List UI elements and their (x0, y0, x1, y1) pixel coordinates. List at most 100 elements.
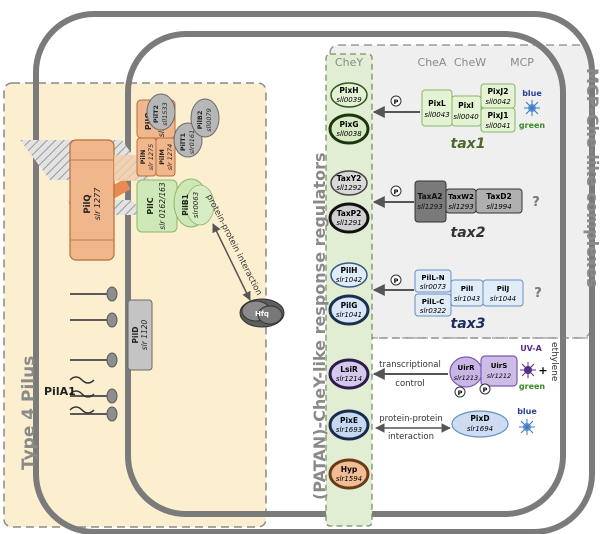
tax1-phospho (390, 95, 402, 107)
tax1-phospho-label: P (394, 98, 399, 106)
tax3-question: ? (534, 286, 542, 301)
chey-pilh: PilH slr1042 (330, 262, 368, 288)
tax3-pilj: PilJ slr1044 (482, 279, 524, 307)
svg-text:sll0041: sll0041 (485, 122, 510, 130)
tax1-pixl: PixL sll0043 (421, 89, 453, 127)
pilb1-id: slr0063 (192, 192, 200, 218)
uir-uva: UV-A (520, 344, 542, 353)
svg-text:PixJ1: PixJ1 (488, 111, 509, 120)
svg-text:PixI: PixI (458, 101, 474, 110)
chey-pixg: PixG sll0038 (328, 113, 370, 145)
pilm-name: PilM (158, 149, 166, 165)
chey-pixe: PixE slr1693 (328, 409, 370, 441)
svg-text:PixL: PixL (428, 99, 446, 108)
pilt2: PilT2 sll1533 (146, 93, 176, 131)
uir-ethylene: ethylene (549, 342, 559, 382)
outer-membrane (33, 11, 595, 534)
tax1-pixj2: PixJ2 sll0042 (480, 83, 516, 109)
svg-text:PilG: PilG (341, 301, 358, 310)
svg-text:slr0322: slr0322 (420, 307, 447, 315)
hfq: Hfq (239, 298, 285, 328)
tax2-taxd2: TaxD2 sll1994 (475, 188, 523, 214)
tax1-name: tax1 (451, 136, 486, 152)
header-chew: CheW (454, 56, 486, 69)
piln-id: slr 1275 (147, 144, 155, 170)
svg-text:slr1694: slr1694 (467, 425, 493, 433)
svg-text:slr1594: slr1594 (336, 475, 362, 483)
svg-text:slr1693: slr1693 (336, 426, 362, 434)
chey-taxy2: TaxY2 sll1292 (330, 170, 368, 196)
tax1-green: green (519, 121, 546, 130)
patan-label: (PATAN)-CheY-like response regulators (310, 152, 329, 500)
tax2-name: tax2 (451, 225, 486, 241)
svg-text:slr1042: slr1042 (336, 276, 363, 284)
pilc-id: slr 0162/163 (158, 182, 167, 230)
pixd: PixD slr1694 (451, 410, 509, 438)
svg-text:PilJ: PilJ (497, 285, 510, 293)
pilb1-name: PilB1 (181, 194, 190, 216)
chey-taxp2: TaxP2 sll1291 (328, 202, 370, 234)
svg-text:slr1044: slr1044 (490, 295, 516, 303)
pilq-id: slr 1277 (93, 187, 102, 220)
tax2-taxw2: TaxW2 sll1293 (445, 188, 477, 214)
pilt2-name: PilT2 (152, 105, 160, 123)
tax3-piln: PilL-N slr0073 (414, 269, 452, 293)
header-chey: CheY (335, 56, 363, 69)
svg-text:TaxD2: TaxD2 (486, 192, 512, 201)
svg-text:slr1212: slr1212 (487, 372, 511, 380)
pilb2-name: PilB2 (196, 111, 204, 130)
tax2-question: ? (532, 195, 540, 210)
svg-text:Hyp: Hyp (341, 465, 358, 474)
tax1-pixi: PixI sll0040 (451, 95, 482, 127)
tax2-phospho (390, 185, 402, 197)
svg-text:PilH: PilH (341, 266, 358, 275)
pila1-label: PilA1 (44, 385, 76, 398)
chey-hyp: Hyp slr1594 (328, 458, 370, 490)
tax3-phospho-label: P (394, 277, 399, 285)
pilm: PilM slr 1274 (155, 137, 176, 177)
svg-text:sll0040: sll0040 (453, 113, 479, 121)
svg-text:sll0039: sll0039 (336, 96, 362, 104)
svg-text:UirS: UirS (491, 362, 508, 370)
pilq-name: PilQ (83, 194, 93, 213)
piln: PilN slr 1275 (136, 137, 157, 177)
pixd-ppi-line1: protein-protein (379, 414, 443, 424)
header-mcp: MCP (510, 56, 534, 69)
pild: PilD slr 1120 (127, 299, 153, 371)
svg-text:UirR: UirR (458, 364, 476, 372)
svg-text:slr1043: slr1043 (454, 295, 480, 303)
uva-light-icon (520, 362, 536, 378)
svg-text:PixE: PixE (340, 416, 358, 425)
pild-id: slr 1120 (140, 319, 149, 350)
chey-pilg: PilG slr1041 (328, 294, 370, 326)
pild-name: PilD (131, 327, 140, 344)
tax3-pilc: PilL-C slr0322 (414, 293, 452, 317)
svg-text:PilL-C: PilL-C (422, 298, 444, 306)
membrane-pins (69, 286, 118, 422)
svg-text:PixJ2: PixJ2 (488, 87, 509, 96)
pilm-id: slr 1274 (166, 144, 174, 170)
svg-text:sll1293: sll1293 (417, 203, 442, 211)
svg-text:sll0042: sll0042 (485, 98, 511, 106)
uir-green: green (519, 382, 546, 391)
blue-light-icon (524, 100, 540, 116)
pixd-ppi-line2: interaction (388, 432, 434, 442)
svg-text:PixH: PixH (339, 86, 358, 95)
svg-text:slr0073: slr0073 (420, 283, 446, 291)
svg-text:slr1213: slr1213 (454, 374, 478, 382)
tax1-pixj1: PixJ1 sll0041 (480, 107, 516, 133)
pilq: PilQ slr 1277 (69, 139, 115, 261)
svg-text:TaxP2: TaxP2 (337, 209, 362, 218)
svg-text:sll1293: sll1293 (448, 203, 473, 211)
svg-text:sll1291: sll1291 (336, 219, 361, 227)
tax3-phospho (390, 274, 402, 286)
tax2-taxa2: TaxA2 sll1293 (414, 180, 447, 223)
uir-plus: + (538, 364, 547, 377)
uir-phospho-2-label: P (483, 386, 488, 394)
hfq-arrow (212, 223, 251, 301)
chey-lsir: LsiR slr1214 (328, 358, 370, 390)
pilc-name: PilC (146, 197, 155, 214)
svg-text:PilI: PilI (461, 285, 474, 293)
pixd-light-icon (519, 419, 535, 435)
